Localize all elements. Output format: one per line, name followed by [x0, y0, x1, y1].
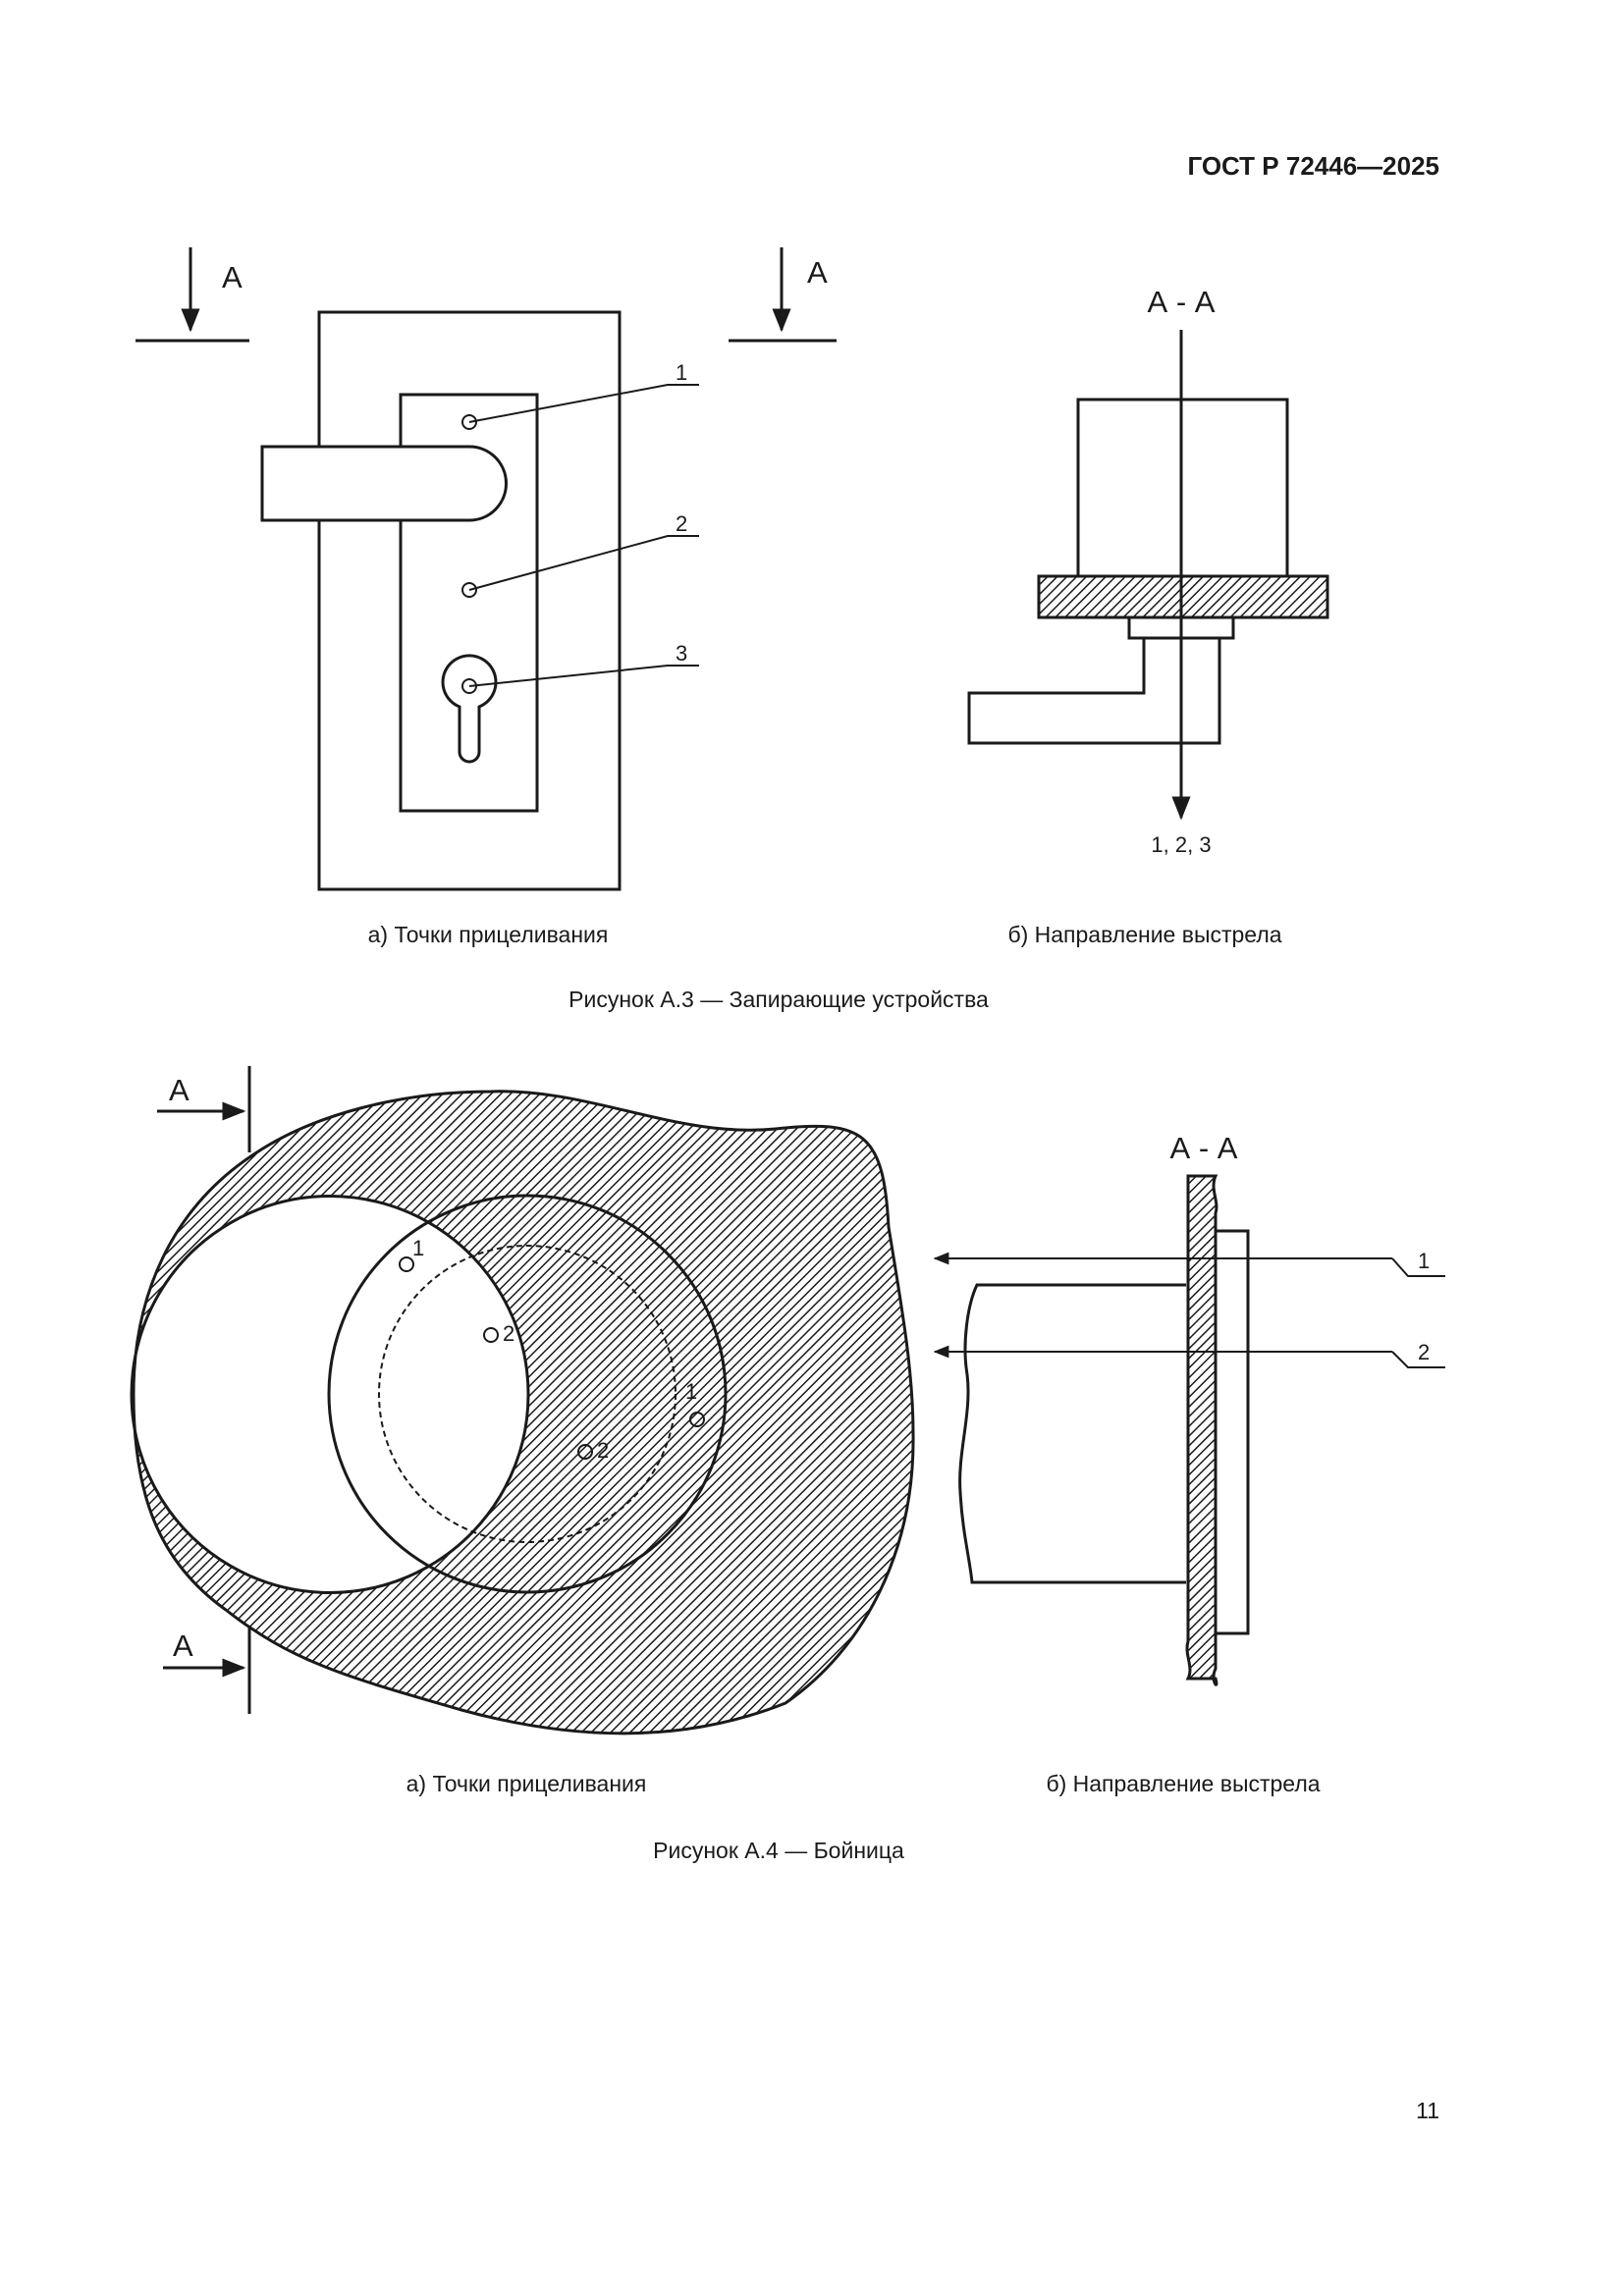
point-label: 1 [412, 1236, 424, 1260]
section-mark-right: А [729, 247, 837, 343]
callout-number: 2 [1418, 1340, 1430, 1364]
wall-section-hatched [1185, 1174, 1218, 1686]
door-handle [260, 445, 508, 522]
point-label: 2 [503, 1321, 514, 1346]
callout-leader-1 [1391, 1257, 1445, 1277]
section-mark-top: А [157, 1066, 251, 1152]
callout-number: 3 [676, 641, 687, 666]
loophole-inner-dashed [378, 1245, 677, 1543]
aiming-point-1 [461, 414, 477, 430]
section-title: А - А [1148, 285, 1216, 319]
door-section-hatched [1037, 574, 1329, 619]
door-panel [317, 310, 622, 891]
point-label: 2 [597, 1438, 609, 1463]
page-number: 11 [1416, 2098, 1439, 2123]
direction-label: 1, 2, 3 [1151, 832, 1211, 857]
callout-number: 1 [1418, 1249, 1430, 1273]
callout-leader-2 [468, 535, 699, 591]
document-header: ГОСТ Р 72446—2025 [1187, 151, 1439, 181]
subcaption-a: а) Точки прицеливания [406, 1771, 647, 1796]
loophole-wall-hatched [130, 1090, 915, 1735]
aiming-point-2 [577, 1444, 593, 1460]
aiming-point-1 [399, 1256, 414, 1272]
section-letter: А [807, 255, 828, 290]
section-letter: А [173, 1629, 193, 1663]
point-label: 1 [685, 1379, 697, 1404]
aiming-point-2 [461, 582, 477, 598]
subcaption-b: б) Направление выстрела [1046, 1771, 1320, 1796]
loophole-tube [958, 1283, 1186, 1584]
loophole-opening [327, 1194, 728, 1594]
section-mark-left: А [135, 247, 249, 343]
aiming-point-1 [689, 1412, 705, 1427]
subcaption-b: б) Направление выстрела [1007, 922, 1281, 947]
figure-a4-front-view: А А 1 2 1 2 [130, 1066, 915, 1735]
lock-plate [399, 393, 539, 813]
callout-leader-3 [468, 665, 699, 687]
keyhole [441, 654, 498, 764]
callout-number: 2 [676, 511, 687, 536]
flange-plate [1214, 1229, 1250, 1635]
figure-a4-section-view: А - А 1 2 [933, 1131, 1445, 1686]
section-letter: А [222, 260, 243, 294]
section-mark-bottom: А [163, 1625, 251, 1714]
callout-leader-1 [468, 384, 699, 423]
figure-a3-section-view: А - А 1, 2, 3 [967, 285, 1329, 857]
callout-leader-2 [1391, 1351, 1445, 1368]
figure-caption: Рисунок А.4 — Бойница [653, 1838, 904, 1863]
section-letter: А [169, 1073, 189, 1107]
aiming-point-2 [483, 1327, 499, 1343]
figure-caption: Рисунок А.3 — Запирающие устройства [568, 987, 989, 1012]
subcaption-a: а) Точки прицеливания [368, 922, 609, 947]
callout-number: 1 [676, 360, 687, 385]
handle-side-view [967, 638, 1221, 745]
section-title: А - А [1170, 1131, 1238, 1165]
figure-a3-front-view: А А 1 2 3 [135, 247, 837, 891]
